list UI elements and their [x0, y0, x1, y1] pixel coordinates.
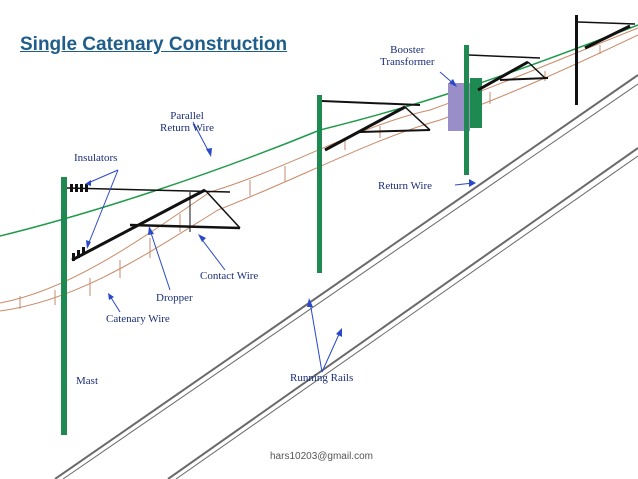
arrowheads [85, 79, 476, 337]
mast-3 [464, 45, 549, 175]
mast-4 [575, 15, 636, 105]
page-title: Single Catenary Construction [20, 34, 288, 55]
insulator-icon [72, 247, 85, 261]
mast-1 [61, 177, 241, 435]
catenary-wires [0, 27, 638, 312]
running-rails [54, 74, 638, 479]
mast-label: Mast [76, 375, 98, 387]
dropper-label: Dropper [156, 292, 193, 304]
label-arrows [87, 71, 474, 373]
catenary-wire-label: Catenary Wire [106, 313, 170, 325]
booster-transformer-label: Booster Transformer [380, 44, 435, 68]
running-rails-label: Running Rails [290, 372, 354, 384]
droppers [19, 45, 601, 309]
insulator-icon [70, 184, 88, 192]
contact-wire-label: Contact Wire [200, 270, 259, 282]
insulators-label: Insulators [74, 152, 118, 164]
author-email: hars10203@gmail.com [270, 451, 373, 462]
return-wire-label: Return Wire [378, 180, 433, 192]
parallel-return-wire-label: Parallel Return Wire [160, 110, 215, 134]
mast-2 [317, 95, 431, 273]
